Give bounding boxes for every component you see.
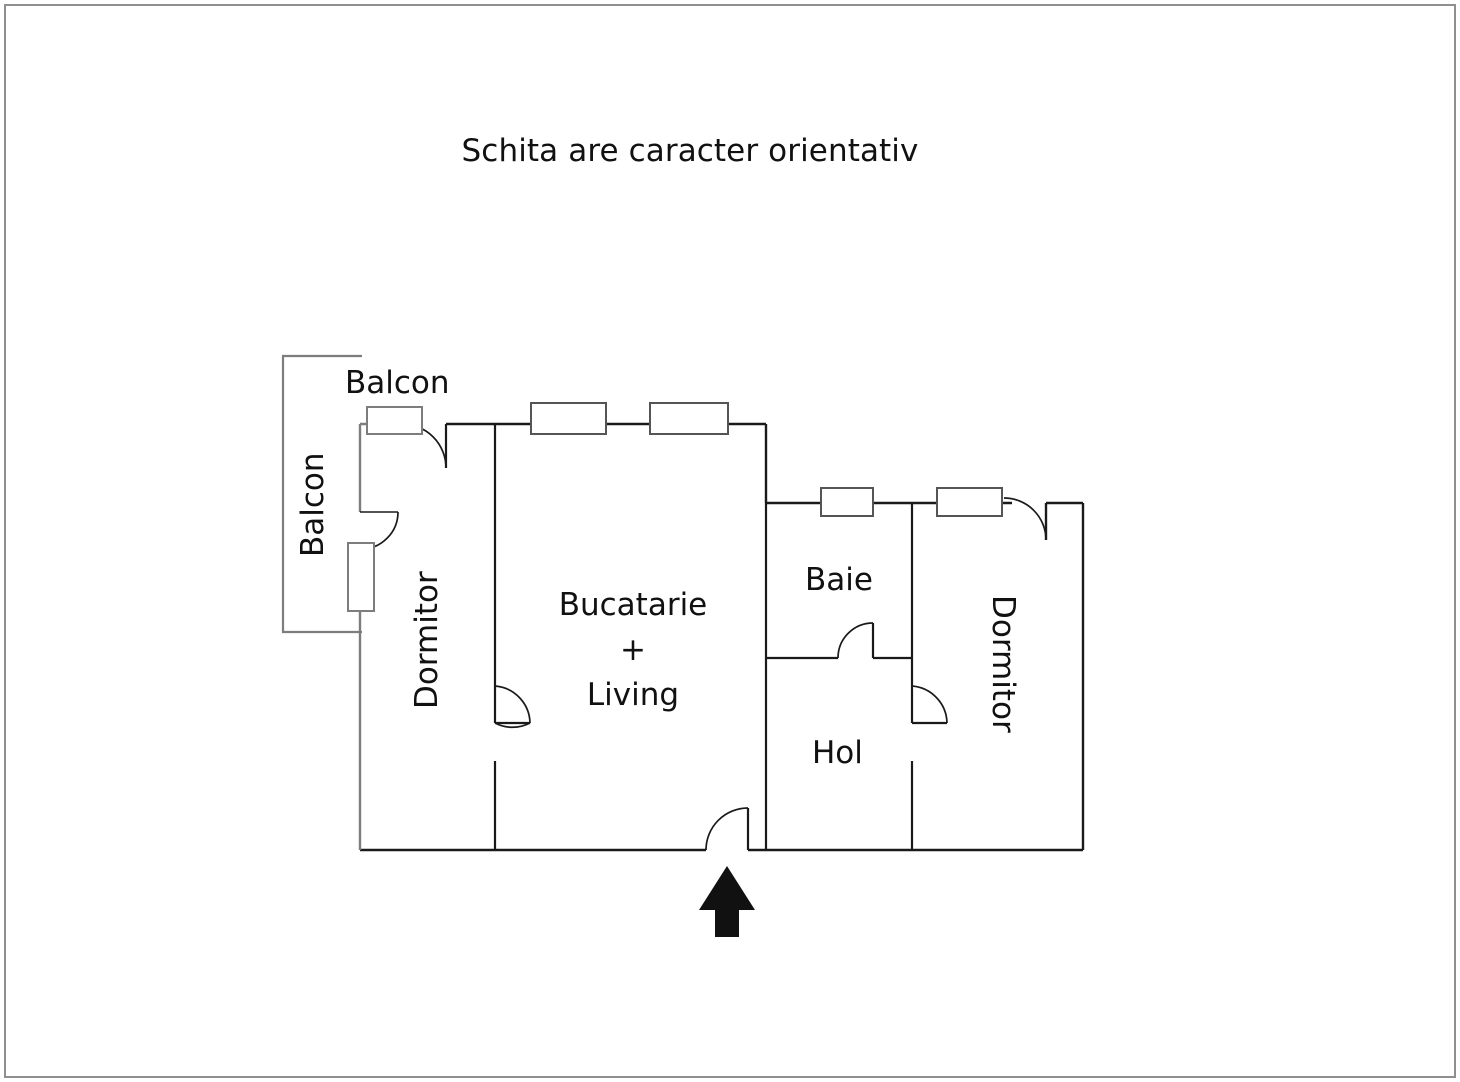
room-label-living-line2: + xyxy=(620,631,646,668)
room-label-dormitor-right: Dormitor xyxy=(985,595,1021,733)
window-balcony-side xyxy=(347,542,375,612)
window-living-2 xyxy=(649,402,729,435)
door-dormitor-left xyxy=(494,722,531,729)
room-label-living: Bucatarie + Living xyxy=(553,583,713,718)
room-label-living-line1: Bucatarie xyxy=(558,587,708,623)
room-label-balcon-left: Balcon xyxy=(295,452,331,557)
door-dormitor-right-top xyxy=(1003,497,1047,541)
door-entrance xyxy=(705,807,749,851)
entrance-direction-arrow xyxy=(699,866,755,937)
room-label-balcon-top: Balcon xyxy=(345,365,450,401)
room-label-dormitor-left: Dormitor xyxy=(409,571,445,709)
page-title-text: Schita are caracter orientativ xyxy=(461,133,919,169)
window-balcony-top xyxy=(366,406,423,435)
window-baie xyxy=(820,487,874,517)
apartment-left-wall xyxy=(358,422,402,850)
door-dormitor-right xyxy=(911,685,948,724)
window-dormitor-right xyxy=(936,487,1003,517)
door-swings xyxy=(360,423,1047,851)
room-label-hol: Hol xyxy=(812,735,863,771)
windows xyxy=(347,402,1003,612)
door-baie xyxy=(837,622,874,659)
window-living-1 xyxy=(530,402,607,435)
page-title: Schita are caracter orientativ xyxy=(0,133,1460,169)
room-label-living-line3: Living xyxy=(586,676,680,713)
balcony-left-outline xyxy=(281,354,362,634)
room-label-baie: Baie xyxy=(805,562,873,598)
